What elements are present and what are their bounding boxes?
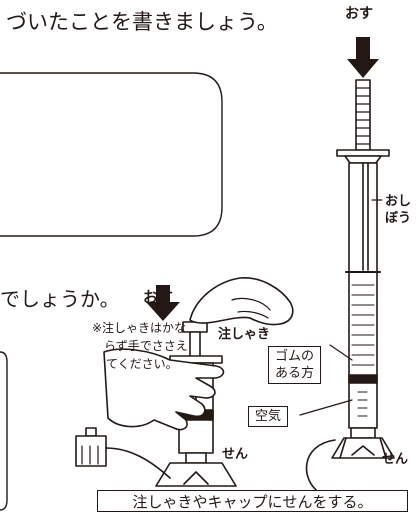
stopper-label-right: せん [382, 452, 409, 467]
note-line-3: てください。 [106, 357, 178, 371]
note-line-1: ※注しゃきはかな [92, 321, 187, 335]
rod-label-line-1: おし [385, 194, 412, 209]
hand-illustration [103, 348, 225, 431]
push-label-top: おす [345, 6, 373, 22]
instruction-text: づいたことを書きましょう。 [6, 10, 278, 34]
push-down-arrow-icon [146, 285, 180, 321]
cap-illustration [75, 427, 171, 479]
syringe-label: 注しゃき [218, 327, 271, 342]
right-syringe [305, 79, 395, 494]
hand-illustration [189, 277, 294, 326]
rubber-label-line-2: ある方 [275, 366, 315, 381]
rubber-label-box: ゴムの ある方 [268, 346, 322, 384]
rubber-label-line-1: ゴムの [275, 349, 315, 364]
note-line-2: らず手でささえ [104, 339, 188, 353]
answer-box-bottom [0, 351, 8, 511]
air-label-box: 空気 [248, 406, 289, 427]
answer-box-top [0, 72, 223, 237]
question-text: でしょうか。 [0, 287, 120, 311]
rod-label-line-2: ぼう [385, 211, 412, 226]
stopper-label-left: せん [222, 447, 249, 462]
push-down-arrow-icon [347, 37, 379, 78]
push-label-middle: おす [143, 288, 174, 306]
caption-box: 注しゃきやキャップにせんをする。 [97, 490, 408, 512]
